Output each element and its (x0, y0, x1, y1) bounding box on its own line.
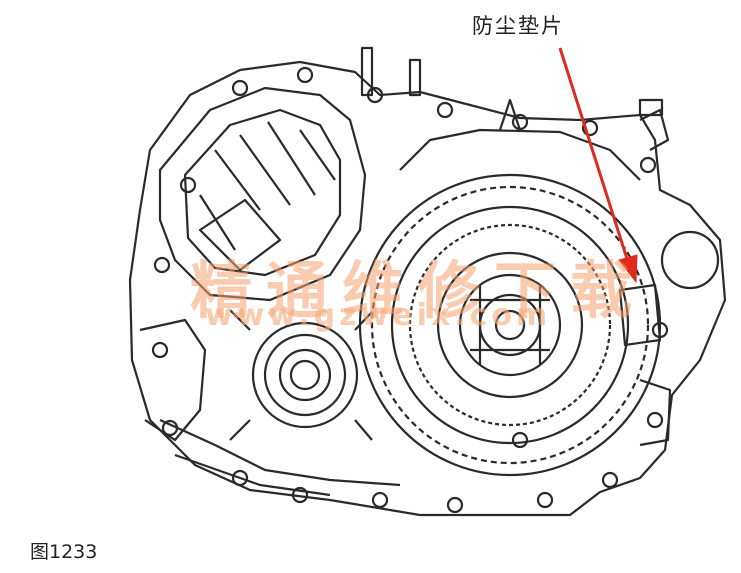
housing-bolts (151, 66, 669, 514)
torque-converter-outer (358, 173, 662, 477)
housing-outline (128, 60, 727, 517)
callout-arrow (558, 47, 638, 284)
output-seal (251, 321, 359, 429)
watermark-text: 精通维修下载 (190, 254, 647, 327)
watermark-url: www.gzweix.com (205, 298, 552, 333)
figure-label: 图1233 (30, 541, 98, 563)
left-housing-section (158, 86, 367, 302)
top-stud (360, 46, 374, 97)
callout-label: 防尘垫片 (472, 14, 564, 38)
